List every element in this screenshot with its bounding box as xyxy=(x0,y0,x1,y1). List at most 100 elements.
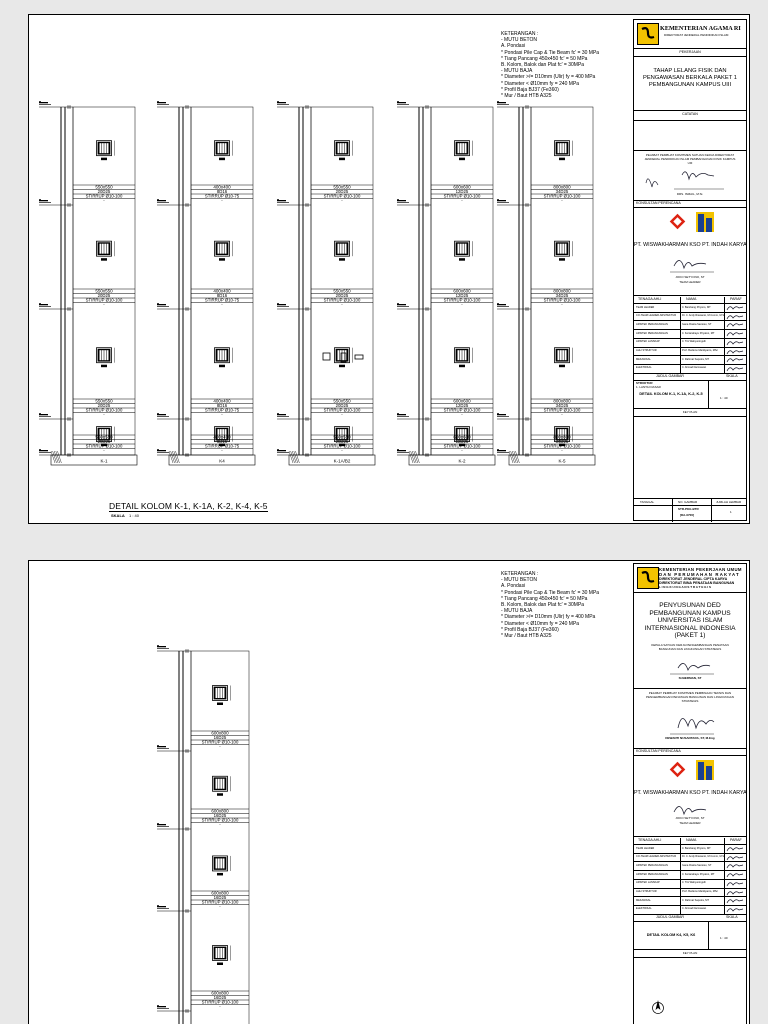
level-elevation xyxy=(397,452,409,453)
dash: - xyxy=(219,822,221,827)
project-title: PENYUSUNAN DED PEMBANGUNAN KAMPUS UNIVER… xyxy=(644,602,736,640)
team-role: MEKANIKAL xyxy=(636,898,651,902)
team-role: ARSITEK PERANCANGAN xyxy=(636,863,668,867)
stirrup-outline xyxy=(335,348,349,362)
column-section xyxy=(212,685,228,701)
level-elevation xyxy=(277,104,289,105)
paraf-signature xyxy=(726,323,744,328)
signer-name: JOKO SETYONO, ST xyxy=(675,275,705,279)
level-elevation xyxy=(157,826,169,827)
team-role: ARSITEK PERANCANGAN xyxy=(636,331,668,335)
column-section xyxy=(554,347,570,364)
stirrup-outline xyxy=(213,777,227,791)
column-rebar: 20D25 xyxy=(336,439,349,444)
column-name: K-2 xyxy=(458,459,466,464)
column-rebar: 12D25 xyxy=(456,403,469,408)
note-line: B. Kolom, Balok dan Plat fc' = 30MPa xyxy=(501,602,585,609)
column-stirrup: STIRRUP Ø10-100 xyxy=(324,408,361,413)
paraf-signature xyxy=(726,341,744,345)
level-tag xyxy=(157,906,166,908)
column-size: 800x800 xyxy=(553,185,571,190)
column-rebar: 20D25 xyxy=(98,189,111,194)
column-section xyxy=(454,347,470,364)
team-name: Prof. Budiono Mardiyanto, MSc xyxy=(682,890,718,893)
general-notes: KETERANGAN : - MUTU BETON A. Pondasi * P… xyxy=(501,31,599,99)
column-stirrup: STIRRUP Ø10-100 xyxy=(202,740,239,745)
level-tag xyxy=(497,200,506,202)
beam-stub xyxy=(525,203,529,207)
column-rebar: 20D25 xyxy=(98,403,111,408)
beam-stub xyxy=(425,307,429,311)
team-role: TEAM LEADER xyxy=(636,305,655,309)
team-name: Ir. Kertarahayu Priyatno, MT xyxy=(682,872,715,876)
column-rebar: 12D25 xyxy=(456,439,469,444)
team-name: Ir. Rahmat Saputra, MT xyxy=(682,357,709,361)
column-rebar: 34D25 xyxy=(556,189,569,194)
no-gambar-label: NO. GAMBAR xyxy=(678,500,698,504)
indah-karya-logo-icon xyxy=(696,760,714,780)
col-tenaga-ahli: TENAGA AHLI xyxy=(638,838,662,842)
column-section xyxy=(334,140,350,157)
team-role: ARSITEK LANSKAP xyxy=(636,340,660,344)
column-rebar: 8D16 xyxy=(217,189,228,194)
hatch xyxy=(415,450,420,464)
consultant-label: KONSULTAN PERENCANA xyxy=(636,749,681,753)
level-tag xyxy=(397,200,406,202)
level-tag xyxy=(157,824,166,826)
beam-stub xyxy=(185,203,189,207)
catatan-label: CATATAN xyxy=(682,112,698,116)
org-line: DIREKTORAT JENDERAL CIPTA KARYA xyxy=(659,577,728,581)
level-tag xyxy=(277,414,286,416)
section-tag xyxy=(459,157,465,161)
stirrup-outline xyxy=(335,141,349,155)
beam-stub xyxy=(425,417,429,421)
level-tag xyxy=(397,450,406,452)
section-tag xyxy=(217,702,223,705)
hatch xyxy=(55,450,60,464)
team-role: AHLI STRUKTUR xyxy=(636,890,657,893)
hatch xyxy=(52,450,57,464)
column-section xyxy=(554,140,570,157)
hatch xyxy=(512,450,517,464)
column-stirrup: STIRRUP Ø10-100 xyxy=(324,194,361,199)
column-size: 400x400 xyxy=(213,399,231,404)
column-stirrup: STIRRUP Ø10-75 xyxy=(205,194,240,199)
level-tag xyxy=(157,746,166,748)
column-section xyxy=(214,140,230,157)
column-name: K-1 xyxy=(100,459,108,464)
team-name: Dr. Ir. Andy Riswanto, M.Comm, M.Sc xyxy=(682,314,724,318)
team-role: CO-TEAM LEADER ARSITEKTUR xyxy=(636,855,677,859)
hatch xyxy=(288,450,294,464)
paraf-signature xyxy=(726,873,744,878)
column-size: 800x800 xyxy=(553,435,571,440)
indah-karya-logo-icon xyxy=(696,212,714,232)
level-elevation xyxy=(39,104,51,105)
level-elevation xyxy=(157,202,169,203)
level-tag xyxy=(277,304,286,306)
paraf-signature xyxy=(726,899,744,904)
level-tag xyxy=(397,304,406,306)
level-elevation xyxy=(39,416,51,417)
note-line: - MUTU BAJA xyxy=(501,68,533,75)
beam-stub xyxy=(185,909,189,913)
skala-label: SKALA xyxy=(726,374,738,378)
jumlah-label: JUMLAH LEMBAR xyxy=(716,500,742,504)
column-stirrup: STIRRUP Ø10-100 xyxy=(444,408,481,413)
beam-stub xyxy=(67,453,71,457)
level-elevation xyxy=(497,416,509,417)
section-tag xyxy=(219,157,225,161)
level-tag xyxy=(497,450,506,452)
signature-1 xyxy=(645,171,724,190)
team-role: ARSITEK PERANCANGAN xyxy=(636,322,668,326)
dash: - xyxy=(103,302,105,307)
level-tag xyxy=(497,304,506,306)
consultant-name: PT. WISWAKHARMAN KSO PT. INDAH KARYA xyxy=(634,242,747,248)
column-size: 600x800 xyxy=(211,891,229,896)
column-stirrup: STIRRUP Ø10-100 xyxy=(202,1000,239,1005)
